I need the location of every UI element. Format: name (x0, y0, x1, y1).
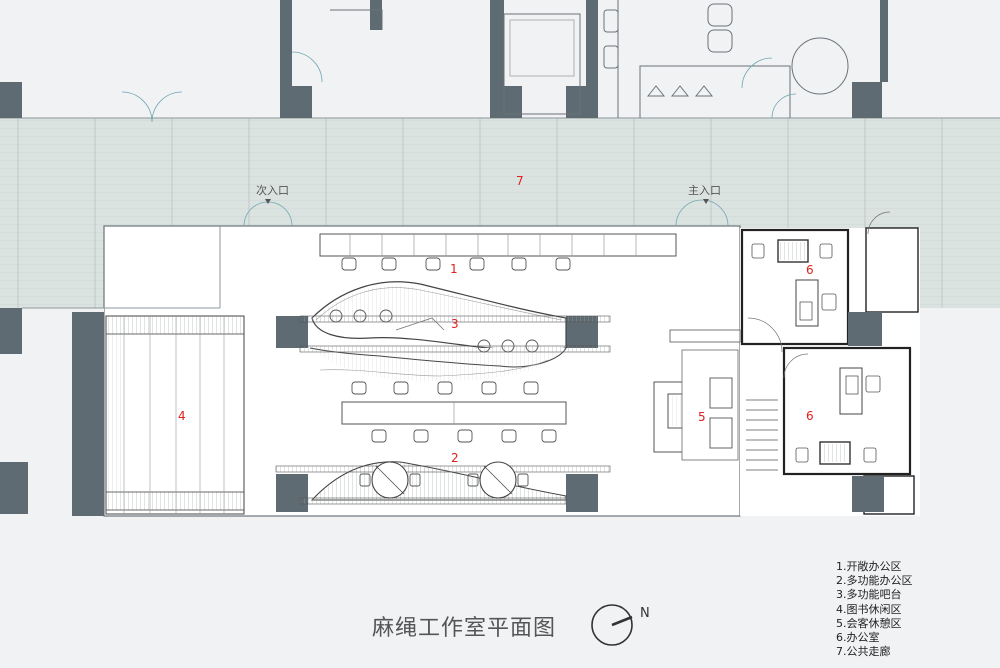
main-entrance-label: 主入口 (688, 184, 721, 197)
north-rooms (330, 0, 849, 118)
open-office-counter (319, 233, 677, 271)
reception-lounge (653, 329, 741, 461)
doors (121, 51, 797, 227)
legend-item: 1.开敞办公区 (836, 560, 902, 573)
multifunction-office (275, 381, 611, 505)
zone-number-4: 4 (178, 409, 186, 423)
zone-number-1: 1 (450, 262, 458, 276)
legend-item: 4.图书休闲区 (836, 602, 902, 616)
north-arrow-icon: N (591, 604, 650, 646)
zone-number-7: 7 (516, 174, 524, 188)
legend-item: 7.公共走廊 (836, 645, 891, 659)
zone-number-2: 2 (451, 451, 459, 465)
legend-item: 3.多功能吧台 (836, 588, 902, 602)
zone-numbers: 1 3 4 2 5 6 6 7 (178, 174, 814, 465)
legend-item: 2.多功能办公区 (836, 574, 913, 588)
secondary-entrance-label: 次入口 (256, 183, 289, 197)
library-lounge (105, 315, 245, 515)
north-label: N (640, 606, 650, 621)
legend-item: 5.会客休憩区 (836, 616, 902, 630)
legend: 1.开敞办公区 2.多功能办公区 3.多功能吧台 4.图书休闲区 5.会客休憩区… (836, 560, 913, 659)
zone-number-3: 3 (451, 317, 459, 331)
multifunction-bar (299, 281, 611, 382)
zone-number-6-lower: 6 (806, 409, 814, 423)
zone-number-6-upper: 6 (806, 263, 814, 277)
offices-area (740, 211, 920, 516)
legend-item: 6.办公室 (836, 631, 880, 645)
zone-number-5: 5 (698, 410, 706, 424)
structural-walls (0, 0, 888, 516)
drawing-title: 麻绳工作室平面图 (372, 616, 557, 641)
